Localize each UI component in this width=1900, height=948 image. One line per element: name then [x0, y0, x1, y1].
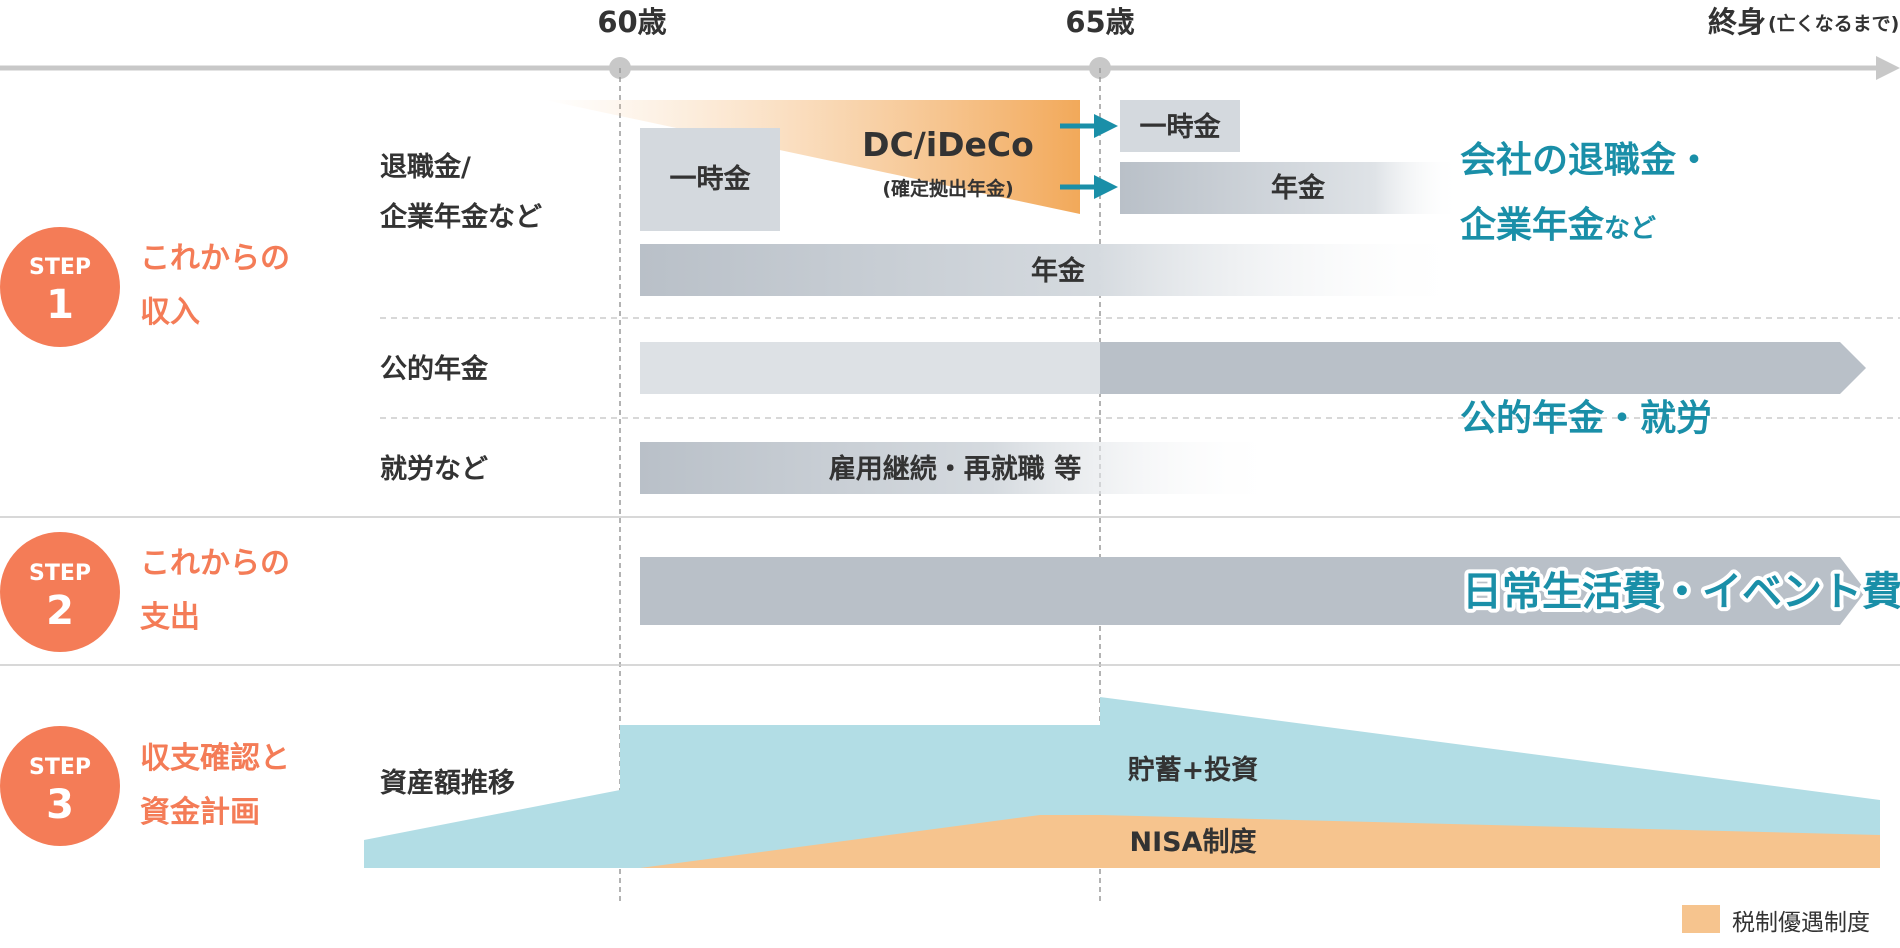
- step1-section: STEP 1 これからの 収入 退職金/ 企業年金など 公的年金 就労など DC…: [0, 100, 1866, 494]
- expenses-callout: 日常生活費・イベント費: [1462, 569, 1900, 615]
- work-row-label: 就労など: [380, 454, 488, 485]
- dc-ideco-subtitle: (確定拠出年金): [882, 177, 1013, 200]
- step2-badge: [0, 532, 120, 652]
- step3-title-line2: 資金計画: [140, 795, 260, 830]
- expenses-callout-outline: 日常生活費・イベント費: [1462, 569, 1900, 615]
- legend-swatch: [1682, 905, 1720, 933]
- pension-wide-label: 年金: [1031, 255, 1086, 287]
- arrow-to-pension: [1060, 175, 1118, 199]
- age60-label: 60歳: [597, 5, 666, 39]
- step1-badge-number: 1: [46, 282, 74, 328]
- nisa-label: NISA制度: [1130, 826, 1257, 858]
- pension-right-label: 年金: [1271, 172, 1326, 204]
- step1-badge-word: STEP: [29, 255, 91, 280]
- step2-badge-word: STEP: [29, 561, 91, 586]
- legend-label: 税制優遇制度: [1732, 910, 1870, 936]
- public-pension-bar-early: [640, 342, 1100, 394]
- company-callout-line2: 企業年金など: [1460, 204, 1656, 246]
- retirement-row-label-line2: 企業年金など: [380, 201, 542, 233]
- dc-ideco-title: DC/iDeCo: [862, 125, 1034, 164]
- lump-sum-right-label: 一時金: [1140, 111, 1222, 143]
- step3-title-line1: 収支確認と: [140, 741, 290, 776]
- end-of-life-sub: (亡くなるまで): [1768, 12, 1899, 35]
- expenses-bar: [640, 557, 1866, 625]
- step3-badge-number: 3: [46, 782, 74, 828]
- work-bar: [640, 442, 1280, 494]
- nisa-area: [640, 815, 1880, 868]
- step3-badge-word: STEP: [29, 755, 91, 780]
- company-callout-line2-sub: など: [1604, 214, 1656, 244]
- work-bar-label: 雇用継続・再就職 等: [829, 453, 1081, 485]
- asset-row-label: 資産額推移: [380, 767, 515, 799]
- public-callout: 公的年金・就労: [1460, 397, 1712, 439]
- step2-title-line1: これからの: [140, 546, 290, 581]
- step1-title-line2: 収入: [140, 295, 200, 330]
- legend: 税制優遇制度: [1682, 905, 1870, 936]
- end-of-life-label: 終身: [1708, 5, 1766, 39]
- pension-bar-right: [1120, 162, 1460, 214]
- lump-sum-box-right: [1120, 100, 1240, 152]
- pension-bar-wide: [640, 244, 1470, 296]
- timeline-arrowhead: [1876, 56, 1900, 80]
- step3-badge: [0, 726, 120, 846]
- savings-investment-label: 貯蓄+投資: [1128, 755, 1259, 786]
- public-pension-bar-main: [1100, 342, 1866, 394]
- age65-label: 65歳: [1065, 5, 1134, 39]
- savings-investment-area: [364, 697, 1880, 868]
- step2-badge-number: 2: [46, 588, 74, 634]
- step1-title-line1: これからの: [140, 241, 290, 276]
- arrow-to-lump-sum: [1060, 114, 1118, 138]
- retirement-row-label-line1: 退職金/: [380, 151, 471, 183]
- company-callout-line2-main: 企業年金: [1460, 204, 1605, 246]
- step3-section: STEP 3 収支確認と 資金計画 資産額推移 貯蓄+投資 NISA制度: [0, 697, 1880, 868]
- public-pension-row-label: 公的年金: [380, 353, 489, 385]
- step2-title-line2: 支出: [140, 600, 200, 635]
- lump-sum-left-label: 一時金: [670, 163, 752, 195]
- lump-sum-box-left: [640, 128, 780, 231]
- step1-badge: [0, 227, 120, 347]
- step2-section: STEP 2 これからの 支出 日常生活費・イベント費 日常生活費・イベント費: [0, 532, 1900, 652]
- company-callout-line1: 会社の退職金・: [1460, 139, 1712, 181]
